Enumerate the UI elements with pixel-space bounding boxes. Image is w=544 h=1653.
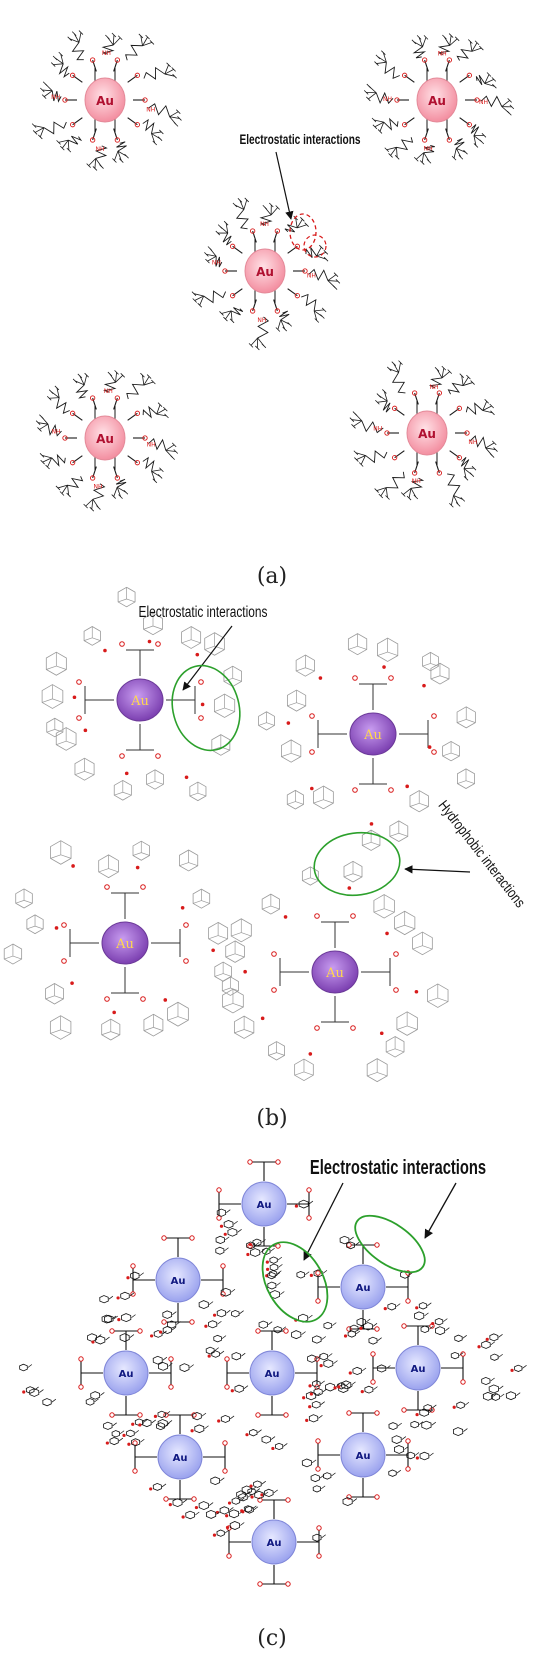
- au-label: Au: [96, 432, 114, 446]
- panel-c: Au Au Au Au Au Au: [19, 1156, 527, 1651]
- annotation-arrow-hydrophobic: [404, 865, 471, 874]
- svg-text:NH: NH: [468, 439, 477, 446]
- annotation-arrow-b: [182, 625, 233, 691]
- au-label: Au: [363, 728, 382, 743]
- nanoparticle-c-6: Au: [395, 1345, 441, 1391]
- interaction-highlight-a-2: [303, 234, 327, 258]
- au-label: Au: [335, 1512, 350, 1523]
- adamantane-shell: [3, 840, 245, 1041]
- svg-text:NH: NH: [438, 50, 447, 57]
- panel-a: NHNHNHNHNHNHNHNHNHNHNHNHNHNHNHNHNHNHNHNH…: [31, 30, 515, 589]
- au-label: Au: [256, 265, 274, 279]
- au-label: Au: [257, 1200, 272, 1211]
- nanoparticle-a-2: Au: [416, 77, 458, 123]
- svg-text:NH: NH: [307, 272, 316, 279]
- au-label: Au: [325, 966, 344, 981]
- au-label: Au: [130, 694, 149, 709]
- panel-c-gold-cores: Au Au Au Au Au Au: [103, 1181, 441, 1565]
- nanoparticle-c-10: Au: [335, 1512, 350, 1523]
- panel-caption-b: (b): [256, 1106, 287, 1131]
- electrostatic-highlight-b: [171, 664, 241, 752]
- svg-text:NH: NH: [479, 99, 488, 106]
- svg-text:NH: NH: [52, 429, 61, 436]
- panel-caption-c: (c): [257, 1626, 287, 1651]
- nanoparticle-c-7: Au: [157, 1434, 203, 1480]
- svg-text:NH: NH: [373, 426, 382, 433]
- nanoparticle-c-4: Au: [103, 1350, 149, 1396]
- svg-text:NH: NH: [104, 388, 113, 395]
- nanoparticle-a-5: Au: [406, 410, 448, 456]
- au-label: Au: [267, 1538, 282, 1549]
- au-label: Au: [418, 427, 436, 441]
- ligand-shell: NH NH NH NH: [363, 33, 515, 165]
- au-label: Au: [265, 1369, 280, 1380]
- electrostatic-highlight-c-1: [261, 1241, 329, 1323]
- nanoparticle-c-3: Au: [340, 1264, 386, 1310]
- nanoparticle-a-4: Au: [84, 415, 126, 461]
- nanoparticle-c-1: Au: [241, 1181, 287, 1227]
- ligand-shell: NH NH NH NH: [35, 370, 179, 512]
- nanoparticle-a-1: Au: [84, 77, 126, 123]
- annotation-electrostatic-c: Electrostatic interactions: [310, 1156, 486, 1179]
- panel-a-ligand-shells: NH NH NH NH NH NH NH NH NH NH NH NH NH NH NH NH NH NH NH NH: [31, 30, 515, 512]
- ligand-shell: NH NH NH NH: [349, 360, 498, 508]
- cyclodextrin-lattice: [19, 1159, 527, 1587]
- panel-b: Au Au Au Au Electrostatic interactions H…: [3, 586, 529, 1131]
- electrostatic-highlight-c-2: [354, 1214, 426, 1274]
- nanoparticle-b-3: Au: [101, 921, 149, 965]
- annotation-arrow-c-1: [303, 1182, 344, 1261]
- svg-text:NH: NH: [212, 260, 221, 267]
- au-label: Au: [119, 1369, 134, 1380]
- au-label: Au: [115, 937, 134, 952]
- nanoparticle-c-9: Au: [251, 1519, 297, 1565]
- nanoparticle-c-5: Au: [249, 1350, 295, 1396]
- svg-text:NH: NH: [102, 50, 111, 57]
- nanoparticle-a-3: Au: [244, 248, 286, 294]
- annotation-arrow-c-2: [424, 1182, 457, 1239]
- panel-c-cyclodextrin-network: [19, 1159, 527, 1587]
- au-label: Au: [96, 94, 114, 108]
- au-label: Au: [428, 94, 446, 108]
- nanoparticle-b-2: Au: [349, 712, 397, 756]
- annotation-hydrophobic-b: Hydrophobic interactions: [435, 797, 529, 910]
- svg-text:NH: NH: [147, 442, 156, 449]
- au-label: Au: [411, 1364, 426, 1375]
- svg-text:NH: NH: [257, 317, 266, 324]
- au-label: Au: [356, 1283, 371, 1294]
- svg-text:NH: NH: [260, 221, 269, 228]
- ligand-shell: NH NH NH NH: [191, 197, 341, 351]
- hydrophobic-highlight-b: [313, 831, 401, 897]
- au-label: Au: [356, 1451, 371, 1462]
- nanoparticle-b-1: Au: [116, 678, 164, 722]
- svg-text:NH: NH: [383, 96, 392, 103]
- annotation-electrostatic-b: Electrostatic interactions: [139, 604, 268, 621]
- ligand-shell: NH NH NH NH: [31, 30, 182, 171]
- interaction-highlight-a: [289, 213, 317, 251]
- svg-text:NH: NH: [146, 106, 155, 113]
- adamantane-shell: [258, 633, 476, 851]
- svg-text:NH: NH: [51, 94, 60, 101]
- annotation-electrostatic-a: Electrostatic interactions: [239, 132, 360, 148]
- svg-text:NH: NH: [95, 146, 104, 153]
- au-label: Au: [173, 1453, 188, 1464]
- nanoparticle-b-4: Au: [311, 950, 359, 994]
- adamantane-shell: [214, 860, 449, 1083]
- panel-b-adamantane-shells: [3, 586, 476, 1083]
- nanoparticle-c-8: Au: [340, 1432, 386, 1478]
- svg-text:NH: NH: [424, 145, 433, 152]
- svg-text:NH: NH: [94, 484, 103, 491]
- nanoparticle-c-2: Au: [155, 1257, 201, 1303]
- svg-text:NH: NH: [412, 478, 421, 485]
- annotation-arrow-a: [275, 151, 294, 220]
- panel-caption-a: (a): [257, 564, 287, 589]
- au-label: Au: [171, 1276, 186, 1287]
- svg-text:NH: NH: [430, 384, 439, 391]
